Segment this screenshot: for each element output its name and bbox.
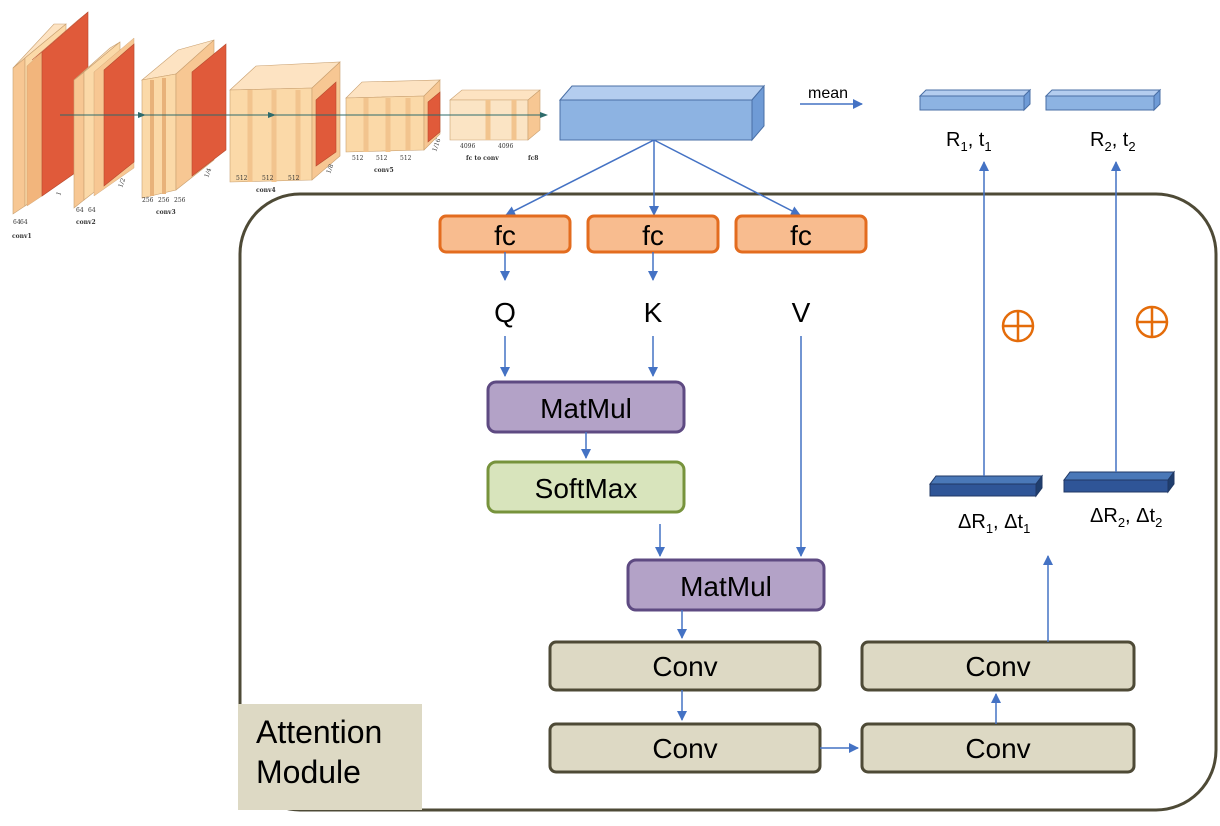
conv-box-4: Conv: [860, 640, 1136, 692]
conv-label: Conv: [652, 651, 717, 682]
q-label: Q: [494, 297, 516, 328]
vgg-backbone: 64 64 conv1 1 64 64 conv2 1/2 256 256 25…: [12, 11, 548, 240]
conv-label: Conv: [965, 733, 1030, 764]
delta-label-2: ΔR2, Δt2: [1090, 505, 1162, 530]
conv-box-1: Conv: [548, 640, 822, 692]
vgg-block-conv3: [140, 39, 227, 199]
vgg-channel-label: 4096: [498, 143, 513, 150]
arrow-feature-to-fc-q: [505, 139, 655, 216]
conv-label: Conv: [652, 733, 717, 764]
matmul-box-2: MatMul: [626, 558, 826, 612]
vgg-channel-label: 256: [174, 197, 186, 204]
softmax-box: SoftMax: [486, 460, 686, 514]
vgg-scale-label: 1/8: [325, 163, 335, 175]
fc-box-q: fc: [438, 214, 572, 254]
vgg-layer-label: conv4: [256, 187, 276, 194]
vgg-channel-label: 512: [400, 155, 412, 162]
vgg-scale-label: 1/16: [431, 137, 442, 152]
feature-block: [558, 84, 766, 142]
output-label-2: R2, t2: [1090, 129, 1136, 154]
attention-module-frame: [238, 192, 1218, 812]
output-label-1: R1, t1: [946, 129, 992, 154]
mean-label: mean: [808, 85, 848, 102]
output-block-2: [1044, 88, 1162, 112]
fc-box-k: fc: [586, 214, 720, 254]
vgg-layer-label: conv3: [156, 209, 176, 216]
vgg-channel-label: 4096: [460, 143, 475, 150]
vgg-layer-label: conv2: [76, 219, 96, 226]
vgg-layer-label: fc8: [528, 155, 538, 162]
vgg-block-fc: [449, 89, 541, 141]
matmul-label: MatMul: [680, 571, 772, 602]
vgg-channel-label: 512: [352, 155, 364, 162]
fc-box-v: fc: [734, 214, 868, 254]
vgg-block-conv2: [73, 37, 135, 209]
oplus-icon: [1135, 305, 1169, 339]
vgg-block-conv5: [345, 79, 441, 153]
vgg-layer-label: conv5: [374, 167, 394, 174]
vgg-channel-label: 512: [262, 175, 274, 182]
vgg-channel-label: 512: [376, 155, 388, 162]
vgg-scale-label: 1: [55, 191, 63, 197]
oplus-icon: [1001, 309, 1035, 343]
vgg-layer-label: conv1: [12, 233, 32, 240]
attention-label-line-1: Attention: [256, 714, 383, 750]
vgg-channel-label: 256: [142, 197, 154, 204]
vgg-channel-label: 64: [20, 219, 28, 226]
vgg-scale-label: 1/2: [117, 177, 127, 189]
vgg-block-conv4: [229, 61, 341, 183]
vgg-channel-label: 256: [158, 197, 170, 204]
delta-label-1: ΔR1, Δt1: [958, 511, 1030, 536]
softmax-label: SoftMax: [535, 473, 638, 504]
conv-box-2: Conv: [548, 722, 822, 774]
vgg-channel-label: 64: [13, 219, 21, 226]
vgg-channel-label: 64: [88, 207, 96, 214]
conv-label: Conv: [965, 651, 1030, 682]
arrow-feature-to-fc-v: [653, 139, 801, 216]
conv-box-3: Conv: [860, 722, 1136, 774]
delta-block-1: [929, 474, 1043, 498]
output-block-1: [918, 88, 1032, 112]
attention-module-label: Attention Module: [238, 704, 422, 810]
vgg-channel-label: 512: [288, 175, 300, 182]
fc-label: fc: [494, 220, 516, 251]
delta-block-2: [1063, 470, 1175, 494]
fc-label: fc: [642, 220, 664, 251]
attention-label-line-2: Module: [256, 754, 361, 790]
vgg-channel-label: 64: [76, 207, 84, 214]
vgg-layer-label: fc to conv: [466, 155, 499, 162]
v-label: V: [792, 297, 811, 328]
matmul-box-1: MatMul: [486, 380, 686, 434]
matmul-label: MatMul: [540, 393, 632, 424]
fc-label: fc: [790, 220, 812, 251]
vgg-channel-label: 512: [236, 175, 248, 182]
vgg-scale-label: 1/4: [203, 167, 213, 179]
k-label: K: [644, 297, 663, 328]
